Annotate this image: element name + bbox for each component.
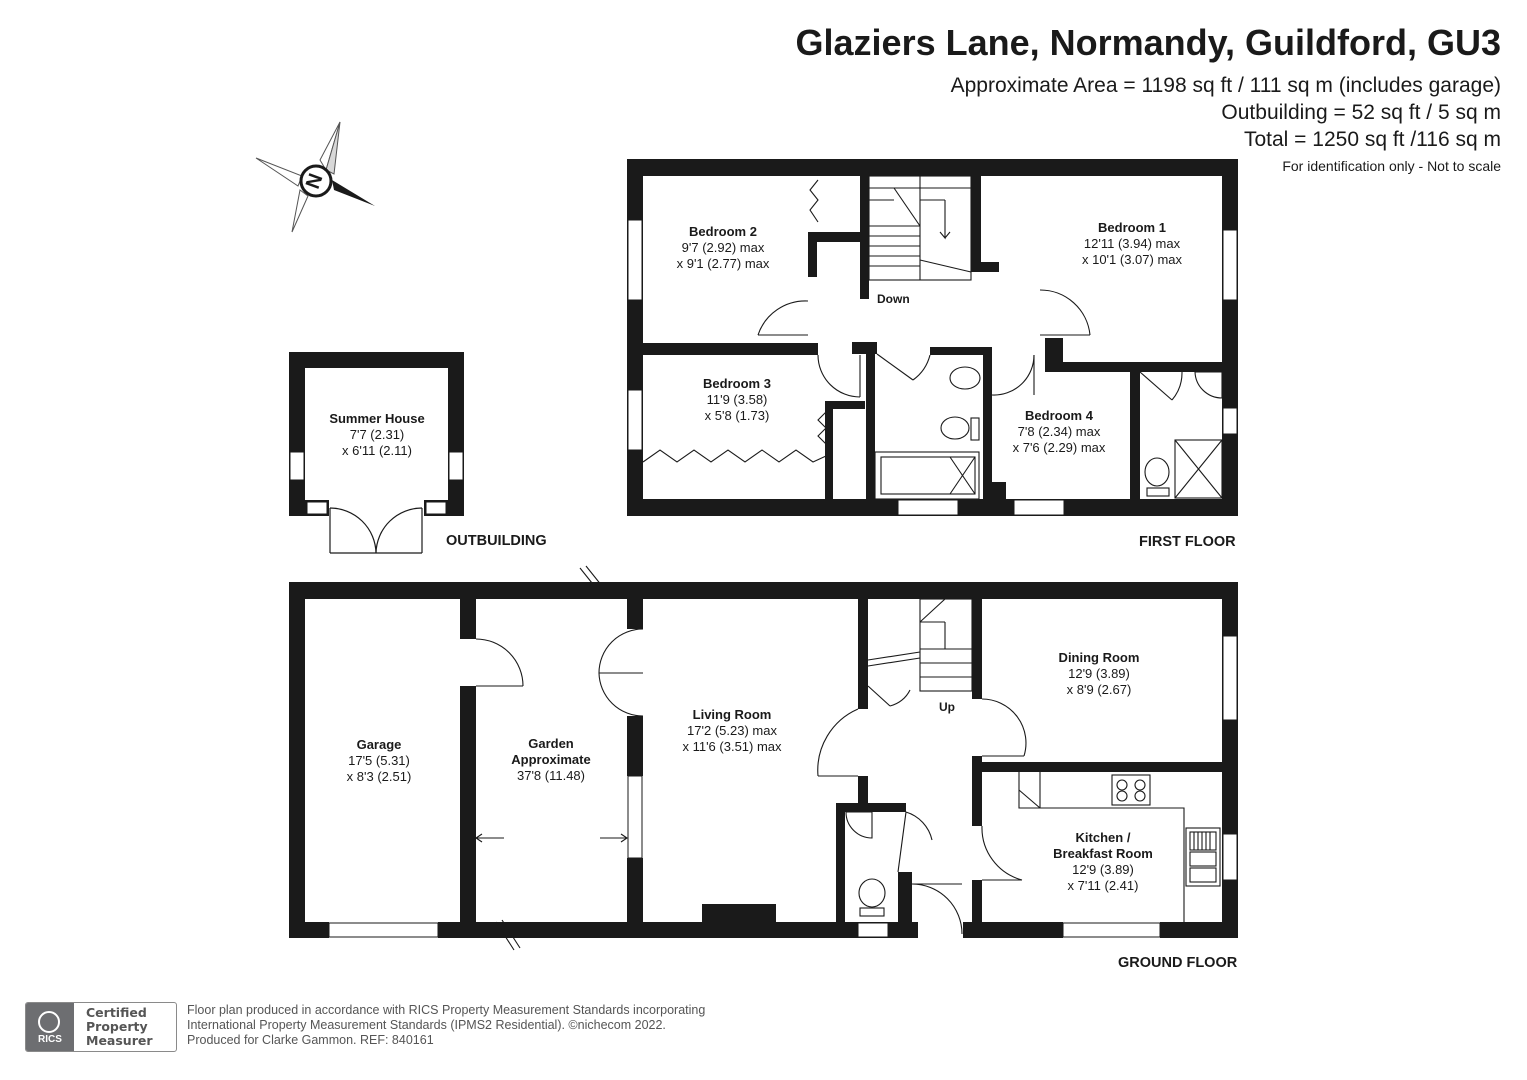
room-name: Bedroom 4 bbox=[1025, 408, 1093, 423]
room-bedroom-1: Bedroom 1 12'11 (3.94) max x 10'1 (3.07)… bbox=[1082, 220, 1182, 268]
badge-line-3: Measurer bbox=[86, 1033, 153, 1048]
ground-floor-fixtures bbox=[475, 565, 1221, 951]
room-summer-house: Summer House 7'7 (2.31) x 6'11 (2.11) bbox=[329, 411, 424, 459]
room-dimension: x 9'1 (2.77) max bbox=[676, 256, 770, 271]
room-dining: Dining Room 12'9 (3.89) x 8'9 (2.67) bbox=[1059, 650, 1140, 698]
room-name-line-2: Breakfast Room bbox=[1053, 846, 1153, 861]
badge-text: Certified Property Measurer bbox=[86, 1006, 153, 1048]
footer-line-2: International Property Measurement Stand… bbox=[187, 1018, 666, 1032]
rics-logo: RICS bbox=[26, 1003, 74, 1051]
first-floor-windows bbox=[627, 219, 1238, 516]
room-dimension: 9'7 (2.92) max bbox=[681, 240, 765, 255]
room-dimension: x 6'11 (2.11) bbox=[342, 443, 412, 458]
north-arrow-icon bbox=[255, 121, 375, 233]
room-name: Kitchen / bbox=[1075, 830, 1131, 845]
room-name: Garden bbox=[528, 736, 574, 751]
badge-line-2: Property bbox=[86, 1019, 148, 1034]
scale-disclaimer: For identification only - Not to scale bbox=[1282, 158, 1501, 174]
room-dimension: 17'5 (5.31) bbox=[348, 753, 410, 768]
stairs-up-label: Up bbox=[939, 700, 955, 714]
room-kitchen: Kitchen / Breakfast Room 12'9 (3.89) x 7… bbox=[1053, 830, 1153, 894]
ground-floor-label: GROUND FLOOR bbox=[1118, 955, 1238, 971]
room-dimension: 12'9 (3.89) bbox=[1068, 666, 1130, 681]
badge-line-1: Certified bbox=[86, 1005, 147, 1020]
room-name: Summer House bbox=[329, 411, 425, 426]
room-name: Garage bbox=[356, 737, 402, 752]
first-floor-label: FIRST FLOOR bbox=[1139, 534, 1236, 550]
room-dimension: x 5'8 (1.73) bbox=[704, 408, 770, 423]
first-floor-fixtures bbox=[642, 175, 1223, 500]
room-dimension: x 8'9 (2.67) bbox=[1066, 682, 1132, 697]
room-dimension: x 11'6 (3.51) max bbox=[682, 739, 782, 754]
room-garden: Garden Approximate 37'8 (11.48) bbox=[511, 736, 590, 784]
outbuilding-area: Outbuilding = 52 sq ft / 5 sq m bbox=[1221, 101, 1501, 124]
room-bedroom-3: Bedroom 3 11'9 (3.58) x 5'8 (1.73) bbox=[703, 376, 771, 424]
room-dimension: 37'8 (11.48) bbox=[516, 768, 585, 783]
ground-floor-windows bbox=[328, 635, 1238, 938]
room-name: Living Room bbox=[692, 707, 772, 722]
room-dimension: 12'11 (3.94) max bbox=[1083, 236, 1181, 251]
outbuilding-label: OUTBUILDING bbox=[446, 533, 547, 549]
outbuilding-windows bbox=[289, 451, 464, 515]
room-dimension: 11'9 (3.58) bbox=[706, 392, 768, 407]
room-bedroom-2: Bedroom 2 9'7 (2.92) max x 9'1 (2.77) ma… bbox=[677, 224, 770, 272]
approximate-area: Approximate Area = 1198 sq ft / 111 sq m… bbox=[950, 74, 1501, 97]
rics-logo-text: RICS bbox=[38, 1034, 62, 1045]
room-dimension: 7'8 (2.34) max bbox=[1017, 424, 1101, 439]
stairs-down-label: Down bbox=[877, 292, 910, 306]
room-dimension: x 7'11 (2.41) bbox=[1067, 878, 1139, 893]
room-dimension: x 8'3 (2.51) bbox=[346, 769, 412, 784]
room-name: Bedroom 3 bbox=[703, 376, 771, 391]
room-bedroom-4: Bedroom 4 7'8 (2.34) max x 7'6 (2.29) ma… bbox=[1013, 408, 1106, 456]
room-dimension: 12'9 (3.89) bbox=[1072, 862, 1134, 877]
room-name-line-2: Approximate bbox=[511, 752, 591, 767]
room-name: Bedroom 2 bbox=[689, 224, 757, 239]
total-area: Total = 1250 sq ft /116 sq m bbox=[1243, 128, 1501, 151]
ground-floor-walls bbox=[289, 582, 1238, 938]
summer-house-doors bbox=[329, 507, 423, 554]
footer-line-3: Produced for Clarke Gammon. REF: 840161 bbox=[187, 1033, 434, 1047]
room-name: Bedroom 1 bbox=[1098, 220, 1166, 235]
room-dimension: x 10'1 (3.07) max bbox=[1081, 252, 1183, 267]
room-living: Living Room 17'2 (5.23) max x 11'6 (3.51… bbox=[682, 707, 781, 755]
room-garage: Garage 17'5 (5.31) x 8'3 (2.51) bbox=[347, 737, 412, 785]
certified-property-measurer-badge: RICS Certified Property Measurer bbox=[25, 1002, 177, 1052]
room-dimension: 7'7 (2.31) bbox=[349, 427, 405, 442]
property-title: Glaziers Lane, Normandy, Guildford, GU3 bbox=[795, 22, 1501, 63]
room-dimension: x 7'6 (2.29) max bbox=[1012, 440, 1106, 455]
footer-line-1: Floor plan produced in accordance with R… bbox=[187, 1003, 706, 1017]
rics-emblem-icon bbox=[38, 1011, 60, 1033]
room-name: Dining Room bbox=[1058, 650, 1140, 665]
room-dimension: 17'2 (5.23) max bbox=[687, 723, 777, 738]
